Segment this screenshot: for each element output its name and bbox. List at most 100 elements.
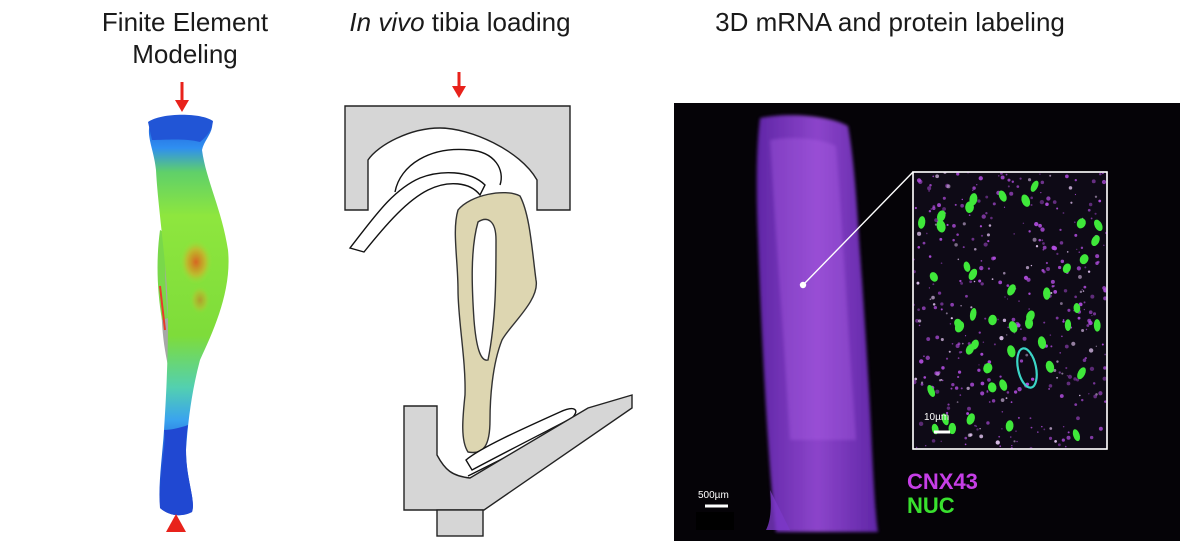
- cnx43-puncta: [1073, 377, 1077, 381]
- cnx43-puncta: [1077, 316, 1081, 320]
- cnx43-puncta: [931, 295, 935, 300]
- cnx43-puncta: [937, 203, 941, 208]
- cnx43-puncta: [946, 223, 949, 226]
- cnx43-puncta: [1019, 177, 1022, 180]
- cnx43-puncta: [960, 203, 964, 208]
- nucleus: [1007, 284, 1016, 296]
- cnx43-puncta: [933, 305, 938, 310]
- cnx43-puncta: [957, 357, 960, 359]
- cnx43-puncta: [1074, 403, 1078, 406]
- cnx43-puncta: [931, 439, 936, 443]
- cnx43-puncta: [1025, 353, 1029, 357]
- cnx43-puncta: [1045, 261, 1049, 265]
- cnx43-puncta: [1056, 360, 1059, 363]
- nucleus: [929, 272, 938, 282]
- cnx43-puncta: [950, 302, 954, 307]
- cnx43-puncta: [1030, 196, 1033, 200]
- cnx43-puncta: [926, 337, 931, 341]
- cnx43-puncta: [964, 335, 967, 337]
- cnx43-puncta: [1094, 195, 1098, 198]
- loading-top-fixture: [344, 105, 571, 211]
- cnx43-puncta: [1002, 271, 1006, 275]
- cnx43-puncta: [1038, 238, 1041, 242]
- cnx43-puncta: [935, 335, 940, 340]
- cnx43-puncta: [949, 323, 952, 325]
- cnx43-puncta: [983, 242, 988, 247]
- cnx43-puncta: [1103, 296, 1107, 301]
- cnx43-puncta: [1101, 179, 1107, 185]
- cnx43-puncta: [998, 175, 1000, 177]
- cnx43-puncta: [1089, 435, 1094, 440]
- cnx43-puncta: [1091, 314, 1093, 317]
- cnx43-puncta: [932, 175, 935, 178]
- loading-title-rest: tibia loading: [424, 7, 571, 37]
- cnx43-puncta: [1020, 328, 1022, 330]
- cnx43-puncta: [1068, 186, 1073, 190]
- cnx43-puncta: [978, 176, 983, 181]
- cnx43-puncta: [979, 428, 981, 430]
- cnx43-puncta: [1051, 245, 1056, 250]
- cnx43-puncta: [1058, 265, 1062, 270]
- loading-foot-outline: [465, 408, 577, 471]
- cnx43-puncta: [927, 186, 932, 191]
- inset-dots: [913, 172, 1107, 449]
- cnx43-puncta: [1098, 199, 1102, 203]
- cnx43-puncta: [1057, 443, 1061, 447]
- cnx43-puncta: [980, 352, 984, 356]
- cnx43-puncta: [914, 377, 918, 381]
- cnx43-puncta: [932, 303, 936, 306]
- cnx43-puncta: [950, 387, 953, 390]
- cnx43-puncta: [1026, 277, 1031, 282]
- cnx43-puncta: [1059, 394, 1064, 398]
- cnx43-puncta: [1061, 335, 1063, 338]
- cnx43-puncta: [1013, 440, 1016, 443]
- cnx43-puncta: [917, 245, 921, 249]
- cnx43-puncta: [923, 376, 927, 379]
- cnx43-puncta: [1064, 445, 1067, 448]
- cnx43-puncta: [956, 233, 959, 236]
- nucleus: [1094, 219, 1103, 232]
- cnx43-puncta: [980, 282, 984, 286]
- cnx43-puncta: [1079, 290, 1083, 294]
- cnx43-puncta: [932, 205, 936, 208]
- cnx43-puncta: [987, 378, 991, 382]
- cnx43-puncta: [979, 225, 983, 228]
- cnx43-puncta: [1018, 300, 1020, 303]
- cnx43-puncta: [1049, 427, 1053, 430]
- cnx43-puncta: [1011, 317, 1016, 322]
- cnx43-puncta: [928, 287, 931, 289]
- cnx43-puncta: [1095, 261, 1099, 265]
- cnx43-puncta: [966, 386, 970, 391]
- cnx43-puncta: [1017, 387, 1022, 392]
- cnx43-puncta: [1064, 344, 1069, 349]
- cnx43-puncta: [1030, 264, 1033, 267]
- cnx43-puncta: [1048, 384, 1053, 388]
- cnx43-puncta: [964, 436, 968, 440]
- cnx43-puncta: [1046, 196, 1051, 201]
- cnx43-puncta: [1084, 266, 1087, 269]
- fem-title-line2: Modeling: [132, 39, 238, 69]
- cnx43-puncta: [998, 280, 1003, 285]
- inset-vessel: [1016, 347, 1038, 389]
- nucleus: [954, 321, 965, 333]
- cnx43-puncta: [940, 378, 943, 381]
- cnx43-puncta: [928, 255, 932, 258]
- nucleus: [941, 413, 949, 426]
- nucleus: [1021, 194, 1031, 207]
- cnx43-puncta: [937, 291, 942, 295]
- cnx43-puncta: [1029, 417, 1032, 420]
- cnx43-puncta: [961, 198, 963, 201]
- cnx43-puncta: [1080, 246, 1084, 250]
- cnx43-puncta: [1059, 302, 1063, 305]
- cnx43-puncta: [992, 256, 996, 260]
- cnx43-puncta: [986, 390, 989, 393]
- cnx43-puncta: [1005, 334, 1008, 336]
- cnx43-puncta: [1055, 316, 1059, 320]
- cnx43-puncta: [1001, 428, 1003, 430]
- cnx43-puncta: [952, 238, 955, 242]
- cnx43-puncta: [1061, 438, 1065, 442]
- cnx43-puncta: [1030, 377, 1035, 381]
- cnx43-puncta: [1076, 378, 1080, 382]
- cnx43-puncta: [915, 318, 920, 323]
- nucleus: [970, 339, 979, 350]
